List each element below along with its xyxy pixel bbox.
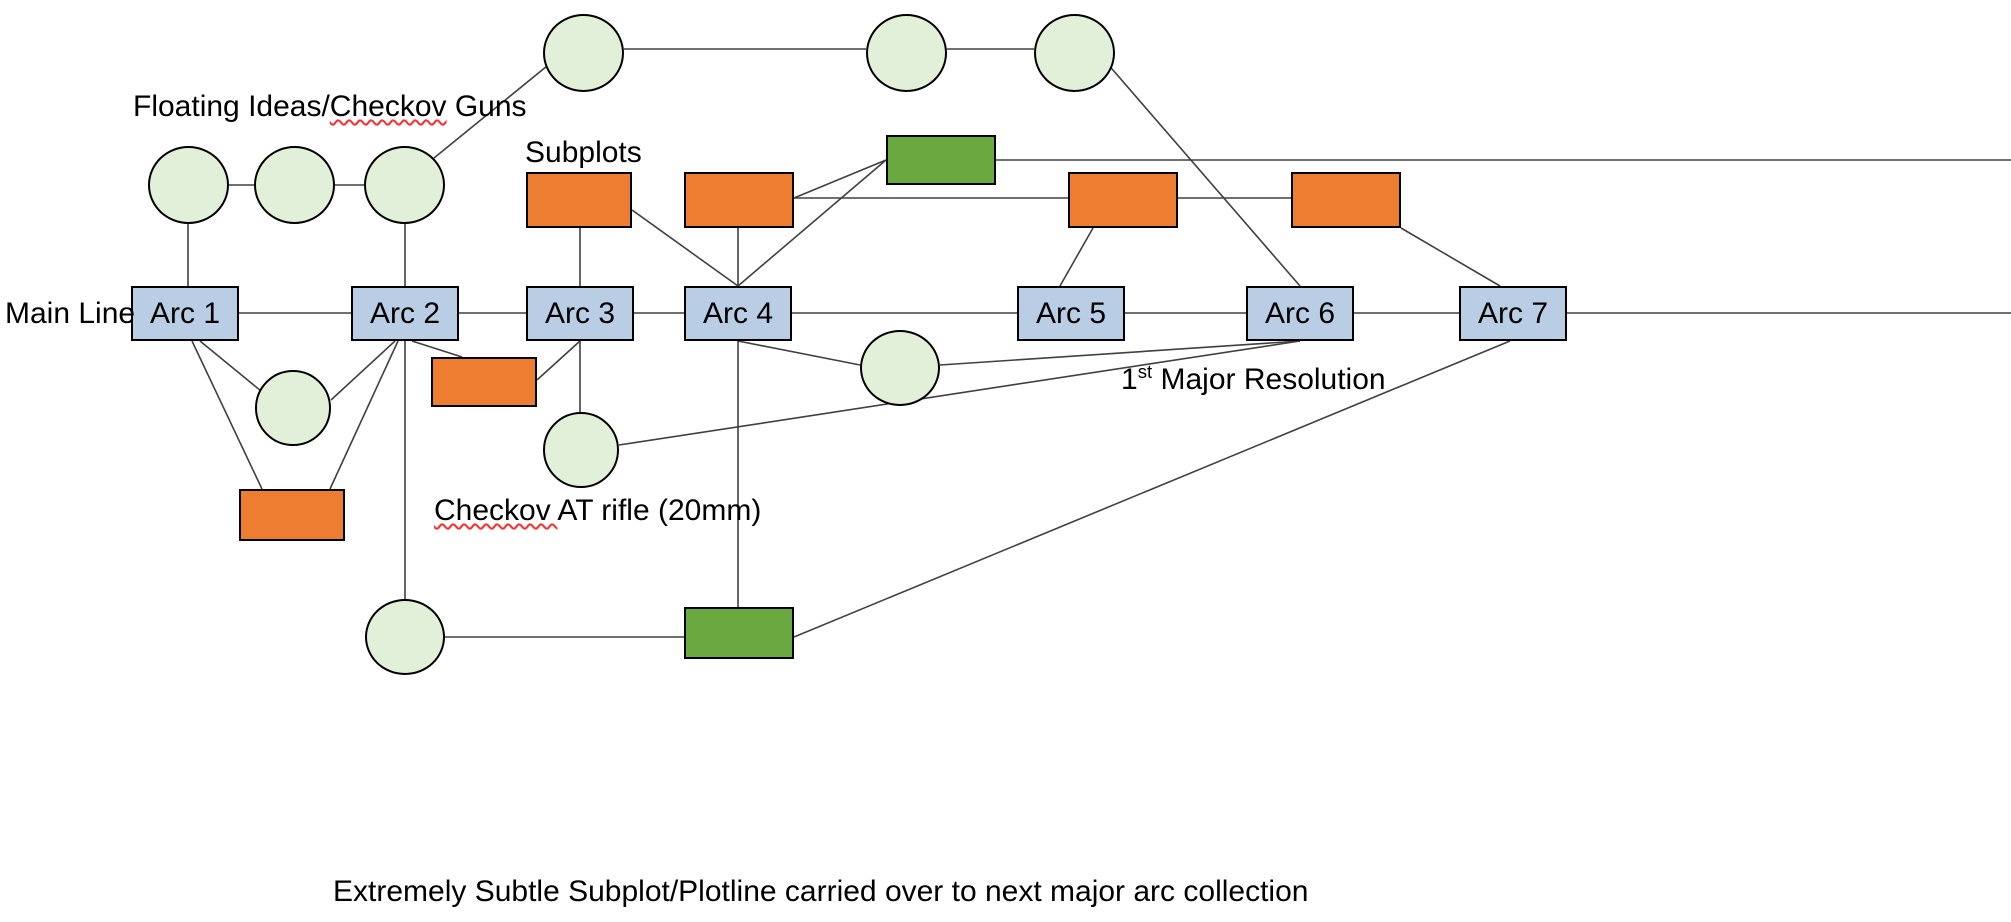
edge-greenbox-arc4-diag <box>737 159 887 287</box>
floating-ideas-label: Floating Ideas/Checkov Guns <box>133 90 527 123</box>
arc-box-1[interactable]: Arc 1 <box>131 286 239 341</box>
edge-arc4-circle9 <box>737 340 861 366</box>
idea-circle-3[interactable] <box>364 146 445 224</box>
arc-box-1-label: Arc 1 <box>149 296 221 330</box>
arc-box-2[interactable]: Arc 2 <box>351 286 459 341</box>
edge-subplotE-arc3 <box>536 340 581 381</box>
arc-box-5[interactable]: Arc 5 <box>1017 286 1125 341</box>
edge-circle3-circle4 <box>433 61 553 159</box>
arc-box-3-label: Arc 3 <box>544 296 616 330</box>
idea-circle-2[interactable] <box>254 146 335 224</box>
idea-circle-6[interactable] <box>1034 14 1115 92</box>
bottom-subplot-label: Extremely Subtle Subplot/Plotline carrie… <box>333 875 1309 908</box>
checkov-at-rifle-label: Checkov AT rifle (20mm) <box>434 494 762 527</box>
arc-box-3[interactable]: Arc 3 <box>526 286 634 341</box>
arc-box-4[interactable]: Arc 4 <box>684 286 792 341</box>
edge-arc2-subplotF <box>329 340 399 490</box>
edge-arc2-subplotE <box>411 340 463 358</box>
idea-circle-1[interactable] <box>148 146 229 224</box>
arc-box-5-label: Arc 5 <box>1035 296 1107 330</box>
green-box-bottom[interactable] <box>684 607 794 659</box>
arc-box-7[interactable]: Arc 7 <box>1459 286 1567 341</box>
edge-subplotB-greenbox <box>793 159 887 199</box>
idea-circle-9[interactable] <box>860 330 940 406</box>
edge-arc1-subplotF <box>191 340 263 490</box>
arc-box-7-label: Arc 7 <box>1477 296 1549 330</box>
arc-box-4-label: Arc 4 <box>702 296 774 330</box>
checkov-at-rifle-label-misspelled-word: Checkov <box>434 494 558 527</box>
edge-greenbottom-arc7 <box>793 340 1511 638</box>
idea-circle-5[interactable] <box>866 14 947 92</box>
edge-subplotD-arc7 <box>1400 227 1501 287</box>
main-line-label: Main Line <box>5 297 136 330</box>
idea-circle-7[interactable] <box>255 370 331 446</box>
edge-subplotC-arc5 <box>1059 227 1094 287</box>
edge-circle8-arc6 <box>618 340 1301 446</box>
green-box-top[interactable] <box>886 135 996 185</box>
edge-circle6-arc6 <box>1105 61 1301 287</box>
first-major-resolution-label-ordinal-suffix: st <box>1137 361 1153 382</box>
idea-circle-8[interactable] <box>543 412 619 488</box>
subplot-box-a[interactable] <box>526 172 632 228</box>
arc-box-2-label: Arc 2 <box>369 296 441 330</box>
subplot-box-c[interactable] <box>1068 172 1178 228</box>
edge-subplotA-arc4 <box>631 209 739 287</box>
subplot-box-f[interactable] <box>239 489 345 541</box>
first-major-resolution-label-suffix: Major Resolution <box>1152 363 1386 396</box>
edge-circle7-arc2 <box>330 340 396 401</box>
idea-circle-4[interactable] <box>543 14 624 92</box>
arc-box-6-label: Arc 6 <box>1264 296 1336 330</box>
idea-circle-10[interactable] <box>365 599 445 675</box>
subplots-label: Subplots <box>525 136 642 169</box>
floating-ideas-label-misspelled-word: Checkov <box>329 90 447 123</box>
arc-box-6[interactable]: Arc 6 <box>1246 286 1354 341</box>
first-major-resolution-label: 1st Major Resolution <box>1121 361 1386 396</box>
subplot-box-d[interactable] <box>1291 172 1401 228</box>
subplot-box-e[interactable] <box>431 357 537 407</box>
subplot-box-b[interactable] <box>684 172 794 228</box>
edge-circle9-arc6 <box>939 340 1301 366</box>
first-major-resolution-label-prefix: 1 <box>1121 363 1138 396</box>
